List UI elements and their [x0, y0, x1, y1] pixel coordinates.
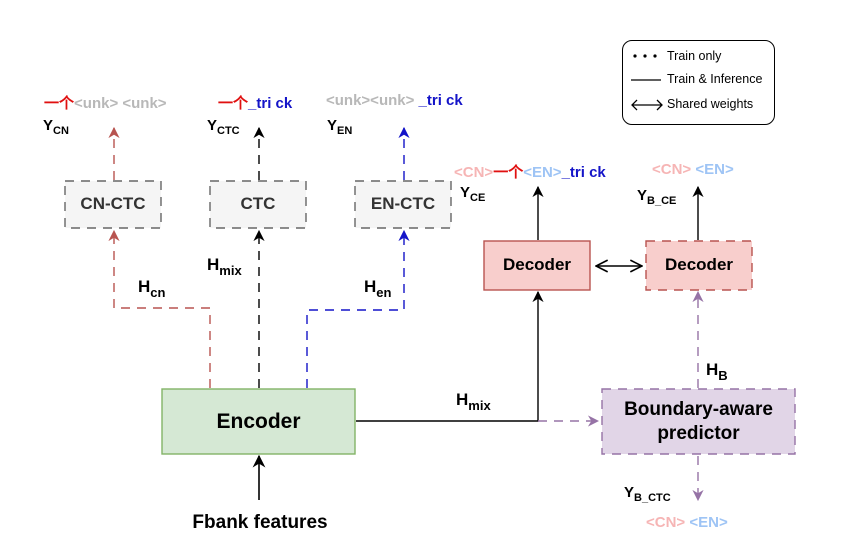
- h-cn-label: Hcn: [138, 277, 166, 300]
- encoder-block: [161, 388, 356, 455]
- h-b-label: HB: [706, 360, 728, 383]
- zh-token: 一个: [493, 164, 524, 181]
- encoder-label: Encoder: [216, 410, 301, 433]
- legend: Train only Train & Inference Shared weig…: [622, 40, 775, 125]
- h-mix-ctc-label: Hmix: [207, 255, 242, 278]
- cn-tag: <CN>: [652, 161, 692, 178]
- y-en-label: YEN: [327, 117, 353, 137]
- en-tag: <EN>: [689, 514, 728, 531]
- unk-tokens: <unk> <unk>: [74, 95, 167, 112]
- legend-item-train-only: Train only: [631, 49, 721, 63]
- predictor-label-line2: predictor: [657, 423, 740, 444]
- ctc-output-tokens: 一个_tri ck: [218, 92, 292, 113]
- en-tag: <EN>: [523, 164, 562, 181]
- boundary-predictor-block: [601, 388, 796, 455]
- cn-ctc-label: CN-CTC: [80, 194, 146, 213]
- predictor-label: Boundary-aware predictor: [602, 398, 795, 446]
- shared-decoder-block: [645, 240, 753, 291]
- en-token: _tri ck: [414, 92, 463, 109]
- zh-token: 一个: [218, 95, 249, 112]
- decoder-label: Decoder: [502, 255, 572, 274]
- en-token: _tri ck: [561, 164, 606, 181]
- h-en-label: Hen: [364, 277, 392, 300]
- h-mix-decoder-path: [356, 290, 544, 422]
- dotted-line-icon: [631, 49, 667, 63]
- b-ce-output-tokens: <CN> <EN>: [652, 161, 734, 178]
- y-cn-label: YCN: [43, 117, 69, 137]
- ce-output-tokens: <CN>一个<EN>_tri ck: [454, 161, 606, 182]
- cn-tag: <CN>: [454, 164, 494, 181]
- solid-line-icon: [631, 72, 667, 86]
- en-ctc-block: [354, 180, 452, 229]
- h-cn-path: [108, 229, 211, 388]
- y-ce-label: YCE: [460, 184, 486, 204]
- ctc-label: CTC: [240, 194, 276, 213]
- fbank-features-label: Fbank features: [192, 512, 328, 533]
- y-b-ctc-label: YB_CTC: [624, 484, 671, 504]
- y-b-ce-label: YB_CE: [637, 187, 677, 207]
- b-ctc-output-tokens: <CN> <EN>: [646, 514, 728, 531]
- double-arrow-icon: [631, 97, 667, 111]
- shared-decoder-label: Decoder: [664, 255, 734, 274]
- predictor-label-line1: Boundary-aware: [624, 399, 773, 420]
- h-mix-decoder-label: Hmix: [456, 390, 491, 413]
- legend-item-shared-weights: Shared weights: [631, 97, 753, 111]
- unk-tokens: <unk><unk>: [326, 92, 415, 109]
- ctc-block: [209, 180, 307, 229]
- legend-item-train-inference: Train & Inference: [631, 72, 762, 86]
- en-token: _tri ck: [248, 95, 293, 112]
- decoder-block: [483, 240, 591, 291]
- cn-ctc-output-tokens: 一个<unk> <unk>: [44, 92, 167, 113]
- h-en-path: [306, 229, 410, 388]
- y-ctc-label: YCTC: [207, 117, 240, 137]
- cn-tag: <CN>: [646, 514, 686, 531]
- en-tag: <EN>: [695, 161, 734, 178]
- en-ctc-output-tokens: <unk><unk> _tri ck: [326, 92, 463, 109]
- zh-token: 一个: [44, 95, 75, 112]
- cn-ctc-block: [64, 180, 162, 229]
- en-ctc-label: EN-CTC: [370, 194, 436, 213]
